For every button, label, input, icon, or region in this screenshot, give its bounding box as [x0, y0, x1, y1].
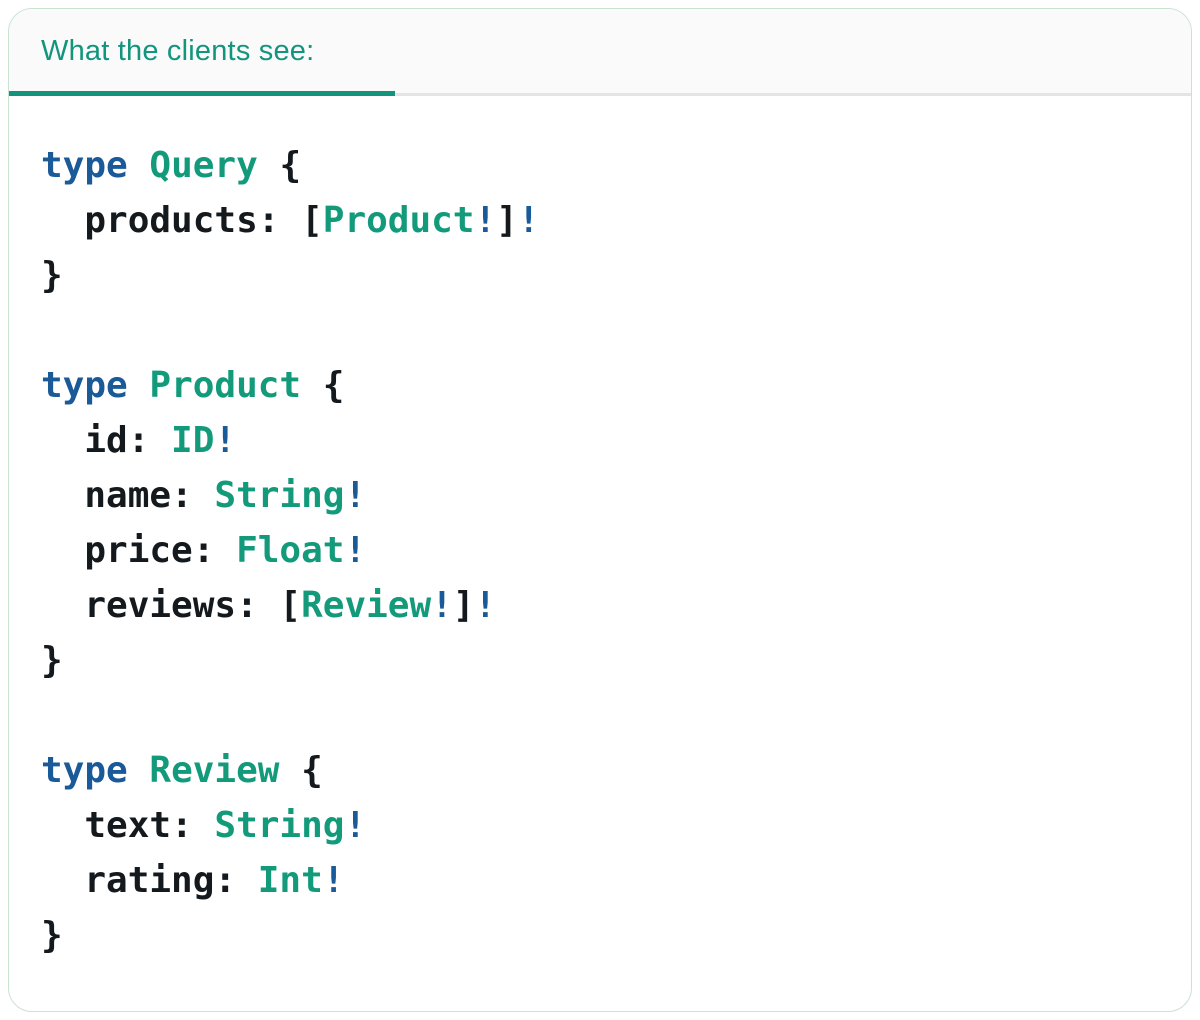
code-token: String [214, 805, 345, 846]
code-token: Product [149, 365, 302, 406]
code-line: } [41, 908, 540, 963]
tab-what-clients-see[interactable]: What the clients see: [9, 9, 314, 93]
code-token [128, 365, 150, 406]
code-token: { [257, 145, 302, 186]
code-token: ! [344, 805, 367, 846]
code-token: ! [474, 200, 497, 241]
code-token: Int [257, 860, 323, 901]
code-token [128, 145, 150, 186]
code-token: ! [344, 475, 367, 516]
code-token: id: [41, 420, 172, 461]
code-token: Query [149, 145, 258, 186]
code-token: reviews: [ [41, 585, 302, 626]
code-token: } [41, 915, 63, 956]
code-token: type [41, 145, 128, 186]
code-token: rating: [41, 860, 258, 901]
code-line: text: String! [41, 798, 540, 853]
code-line [41, 303, 540, 358]
code-token: type [41, 750, 128, 791]
code-token: Review [149, 750, 280, 791]
code-token: } [41, 255, 63, 296]
code-token [128, 750, 150, 791]
code-token: ] [496, 200, 518, 241]
code-token: products: [ [41, 200, 323, 241]
code-block: type Query { products: [Product!]!} type… [41, 138, 540, 963]
code-line: } [41, 633, 540, 688]
code-token: ! [517, 200, 540, 241]
code-line: name: String! [41, 468, 540, 523]
code-token: name: [41, 475, 215, 516]
code-line: price: Float! [41, 523, 540, 578]
code-line: type Review { [41, 743, 540, 798]
code-line: type Query { [41, 138, 540, 193]
code-line: reviews: [Review!]! [41, 578, 540, 633]
tab-label: What the clients see: [41, 34, 315, 67]
tab-bar: What the clients see: [9, 9, 1191, 96]
code-line: rating: Int! [41, 853, 540, 908]
code-token: { [301, 365, 345, 406]
code-token: } [41, 640, 63, 681]
code-token: Review [301, 585, 432, 626]
code-token: ID [171, 420, 215, 461]
active-tab-indicator [9, 91, 395, 96]
code-token: { [279, 750, 323, 791]
code-token: ! [214, 420, 237, 461]
code-token: ! [344, 530, 367, 571]
code-line [41, 688, 540, 743]
code-token: String [214, 475, 345, 516]
schema-card: What the clients see: type Query { produ… [8, 8, 1192, 1012]
code-token: type [41, 365, 128, 406]
code-token: ! [474, 585, 497, 626]
code-token: price: [41, 530, 237, 571]
code-line: type Product { [41, 358, 540, 413]
code-token: ! [322, 860, 345, 901]
code-token: Float [236, 530, 345, 571]
code-token: ! [431, 585, 453, 626]
code-line: products: [Product!]! [41, 193, 540, 248]
code-token: ] [452, 585, 475, 626]
code-token: Product [322, 200, 475, 241]
code-token: text: [41, 805, 215, 846]
code-line: } [41, 248, 540, 303]
code-line: id: ID! [41, 413, 540, 468]
